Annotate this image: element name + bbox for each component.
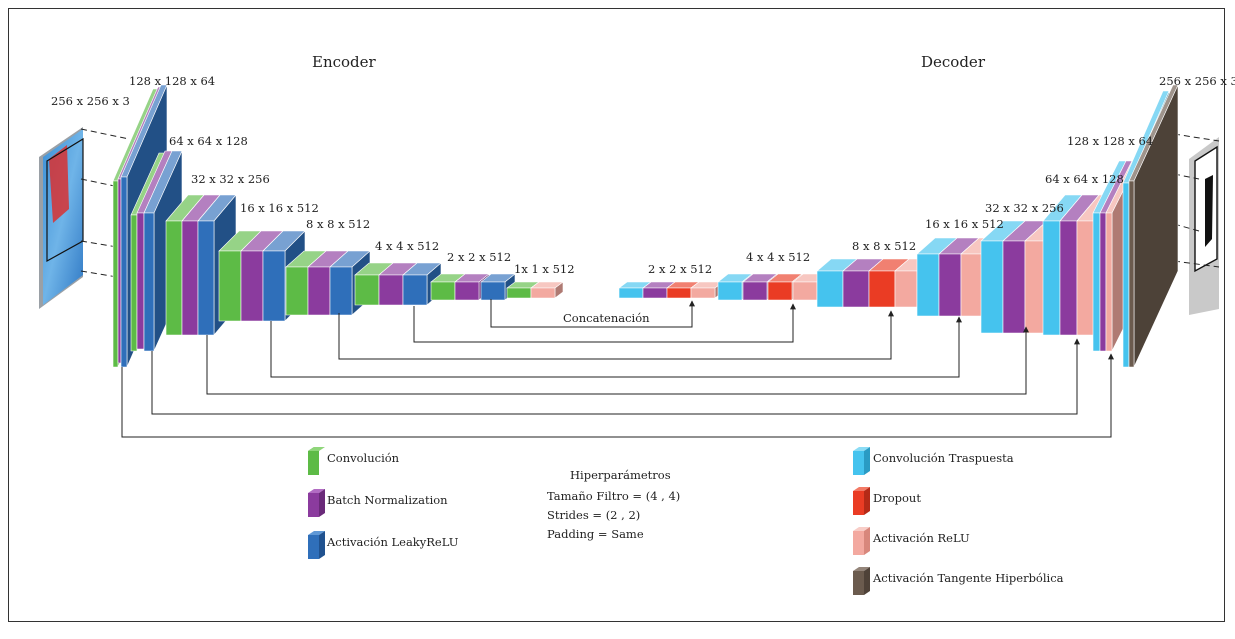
layer-blocks — [112, 84, 1179, 368]
legend-swatch-leakyrelu — [308, 531, 325, 559]
skip-e4-d4 — [270, 316, 962, 378]
dim-d4: 16 x 16 x 512 — [925, 217, 1004, 231]
skip-e3-d3 — [206, 326, 1029, 395]
unet-diagram: Encoder Decoder Concatenación 2 — [39, 53, 1235, 595]
dim-e5: 8 x 8 x 512 — [306, 217, 370, 231]
hyper-line-strides: Strides = (2 , 2) — [547, 508, 640, 522]
skip-e1-d1 — [121, 353, 1114, 438]
hyper-title: Hiperparámetros — [570, 468, 671, 482]
legend-label-conv: Convolución — [327, 451, 400, 465]
dim-d1: 128 x 128 x 64 — [1067, 134, 1153, 148]
legend-label-relu: Activación ReLU — [872, 531, 970, 545]
skip-e5-d5 — [338, 310, 894, 360]
legend-label-convtranspose: Convolución Traspuesta — [873, 451, 1014, 465]
legend-swatch-convtranspose — [853, 447, 870, 475]
legend-right: Convolución Traspuesta Dropout Activació… — [853, 447, 1064, 595]
skip-e6-d6 — [413, 303, 796, 343]
hyperparameters: Hiperparámetros Tamaño Filtro = (4 , 4) … — [547, 468, 680, 541]
e8-relu-block — [530, 281, 564, 299]
legend-swatch-batchnorm — [308, 489, 325, 517]
concat-label: Concatenación — [563, 311, 650, 325]
dim-e8: 1x 1 x 512 — [514, 262, 575, 276]
diagram-frame: Encoder Decoder Concatenación 2 — [8, 8, 1235, 622]
legend-swatch-relu — [853, 527, 870, 555]
hyper-line-padding: Padding = Same — [547, 527, 644, 541]
legend-label-tanh: Activación Tangente Hiperbólica — [872, 571, 1064, 585]
legend-label-batchnorm: Batch Normalization — [327, 493, 448, 507]
out-tanh-block — [1128, 84, 1179, 368]
dim-d2: 64 x 64 x 128 — [1045, 172, 1124, 186]
encoder-title: Encoder — [312, 53, 377, 71]
legend-swatch-conv — [308, 447, 325, 475]
legend-swatch-tanh — [853, 567, 870, 595]
legend-label-leakyrelu: Activación LeakyReLU — [326, 535, 459, 549]
dim-e4: 16 x 16 x 512 — [240, 201, 319, 215]
skip-e2-d2 — [151, 338, 1080, 415]
dim-d7: 2 x 2 x 512 — [648, 262, 712, 276]
legend-left: Convolución Batch Normalization Activaci… — [308, 447, 459, 559]
dim-d6: 4 x 4 x 512 — [746, 250, 810, 264]
dim-e3: 32 x 32 x 256 — [191, 172, 270, 186]
legend-label-dropout: Dropout — [873, 491, 921, 505]
dim-output: 256 x 256 x 3 — [1159, 74, 1235, 88]
dim-e1: 128 x 128 x 64 — [129, 74, 215, 88]
dim-d3: 32 x 32 x 256 — [985, 201, 1064, 215]
legend-swatch-dropout — [853, 487, 870, 515]
dim-d5: 8 x 8 x 512 — [852, 239, 916, 253]
decoder-title: Decoder — [921, 53, 986, 71]
dim-e6: 4 x 4 x 512 — [375, 239, 439, 253]
dim-input: 256 x 256 x 3 — [51, 94, 130, 108]
skip-e7-d7 — [490, 299, 695, 328]
dim-e7: 2 x 2 x 512 — [447, 250, 511, 264]
hyper-line-filter: Tamaño Filtro = (4 , 4) — [547, 489, 680, 503]
e7-leakyrelu-block — [480, 273, 516, 301]
dim-e2: 64 x 64 x 128 — [169, 134, 248, 148]
output-image — [1189, 137, 1219, 315]
input-image — [39, 127, 84, 309]
skip-connections — [121, 299, 1114, 438]
